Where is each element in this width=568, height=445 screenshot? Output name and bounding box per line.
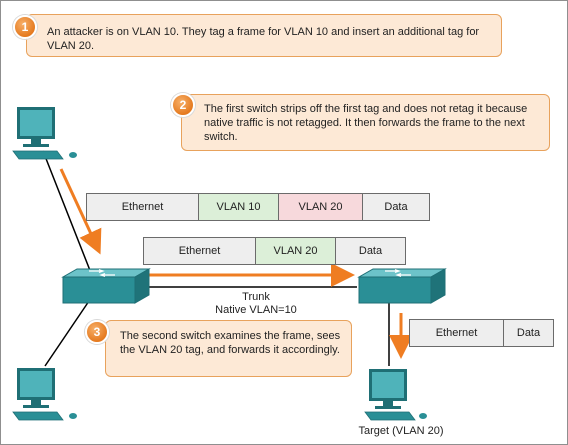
switch-1: [61, 268, 151, 304]
callout-3: The second switch examines the frame, se…: [105, 320, 352, 377]
trunk-label: Trunk: [242, 291, 270, 303]
flow-arrow-attacker: [59, 168, 102, 255]
step-2-badge: 2: [171, 93, 195, 117]
target-label: Target (VLAN 20): [358, 425, 444, 437]
callout-1-text: An attacker is on VLAN 10. They tag a fr…: [47, 26, 480, 52]
frame-field-vlan10: VLAN 10: [199, 194, 279, 220]
frame-field-data: Data: [504, 320, 553, 346]
cable-attacker-to-switch1: [42, 150, 92, 274]
step-1-badge: 1: [13, 15, 37, 39]
frame-field-ethernet: Ethernet: [410, 320, 504, 346]
frame-untagged: Ethernet Data: [409, 319, 554, 347]
cable-switch1-to-bottom-pc: [44, 300, 90, 367]
host-pc-icon: [12, 368, 77, 421]
frame-double-tagged: Ethernet VLAN 10 VLAN 20 Data: [86, 193, 430, 221]
frame-field-data: Data: [336, 238, 405, 264]
attacker-pc-icon: [12, 107, 77, 160]
callout-2-text: The first switch strips off the first ta…: [204, 103, 528, 143]
switch-2: [357, 268, 447, 304]
callout-2: The first switch strips off the first ta…: [181, 94, 550, 151]
frame-field-vlan20: VLAN 20: [279, 194, 363, 220]
step-3-badge: 3: [85, 320, 109, 344]
frame-field-ethernet: Ethernet: [144, 238, 256, 264]
frame-field-vlan20: VLAN 20: [256, 238, 336, 264]
target-pc-icon: [364, 369, 427, 421]
frame-single-tagged: Ethernet VLAN 20 Data: [143, 237, 406, 265]
frame-field-ethernet: Ethernet: [87, 194, 199, 220]
callout-1: An attacker is on VLAN 10. They tag a fr…: [26, 14, 502, 57]
callout-3-text: The second switch examines the frame, se…: [120, 330, 341, 356]
frame-field-data: Data: [363, 194, 429, 220]
native-vlan-label: Native VLAN=10: [215, 304, 297, 316]
